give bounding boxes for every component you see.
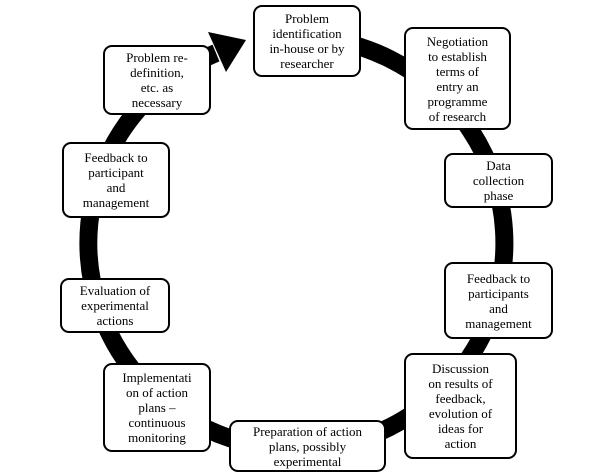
step-text-line: phase [483,188,514,203]
step-text-line: identification [272,26,342,41]
step-text-line: Negotiation [426,33,489,49]
step-text-line: plans, possibly [268,438,347,454]
step-text-line: Preparation of action [252,423,362,439]
step-text-line: Feedback to [84,150,148,165]
step-text-line: feedback, [435,391,486,406]
step-text-line: etc. as [140,80,174,95]
step-text-line: and [106,180,126,195]
step-text-line: terms of [436,63,479,79]
step-text-line: management [465,315,532,331]
step-text-line: Problem re- [126,50,188,65]
step-text-line: Implementati [122,370,192,385]
step-text-line: management [82,195,150,210]
step-text-line: on of action [125,385,189,400]
step-text-line: necessary [131,95,183,110]
step-text-line: in-house or by [269,41,345,56]
step-text-line: action [444,436,477,451]
step-text-line: programme [427,93,488,109]
step-text-line: monitoring [128,430,186,445]
step-text-line: to establish [428,48,487,64]
step-text-line: ideas for [437,421,484,436]
step-text-line: plans – [138,400,176,415]
step-text-line: evolution of [428,406,493,421]
step-text-line: Problem [284,11,330,26]
step-text-line: entry an [436,78,479,94]
step-text-line: Discussion [431,361,490,376]
step-text-line: actions [96,313,134,328]
step-text-line: definition, [130,65,184,80]
cycle-arrowhead [208,32,246,72]
step-text-line: continuous [128,415,186,430]
step-text-line: experimental [273,453,342,469]
step-text-line: and [489,300,508,316]
step-text-line: researcher [280,56,334,71]
step-text-line: experimental [81,298,149,313]
step-text-line: collection [472,173,525,188]
step-text-line: Data [486,158,511,173]
step-text-line: Evaluation of [79,283,151,298]
step-text-line: Feedback to [466,270,531,286]
step-text-line: participants [468,285,529,301]
step-text-line: on results of [428,376,493,391]
step-text-line: of research [428,108,487,124]
step-text-line: participant [88,165,144,180]
